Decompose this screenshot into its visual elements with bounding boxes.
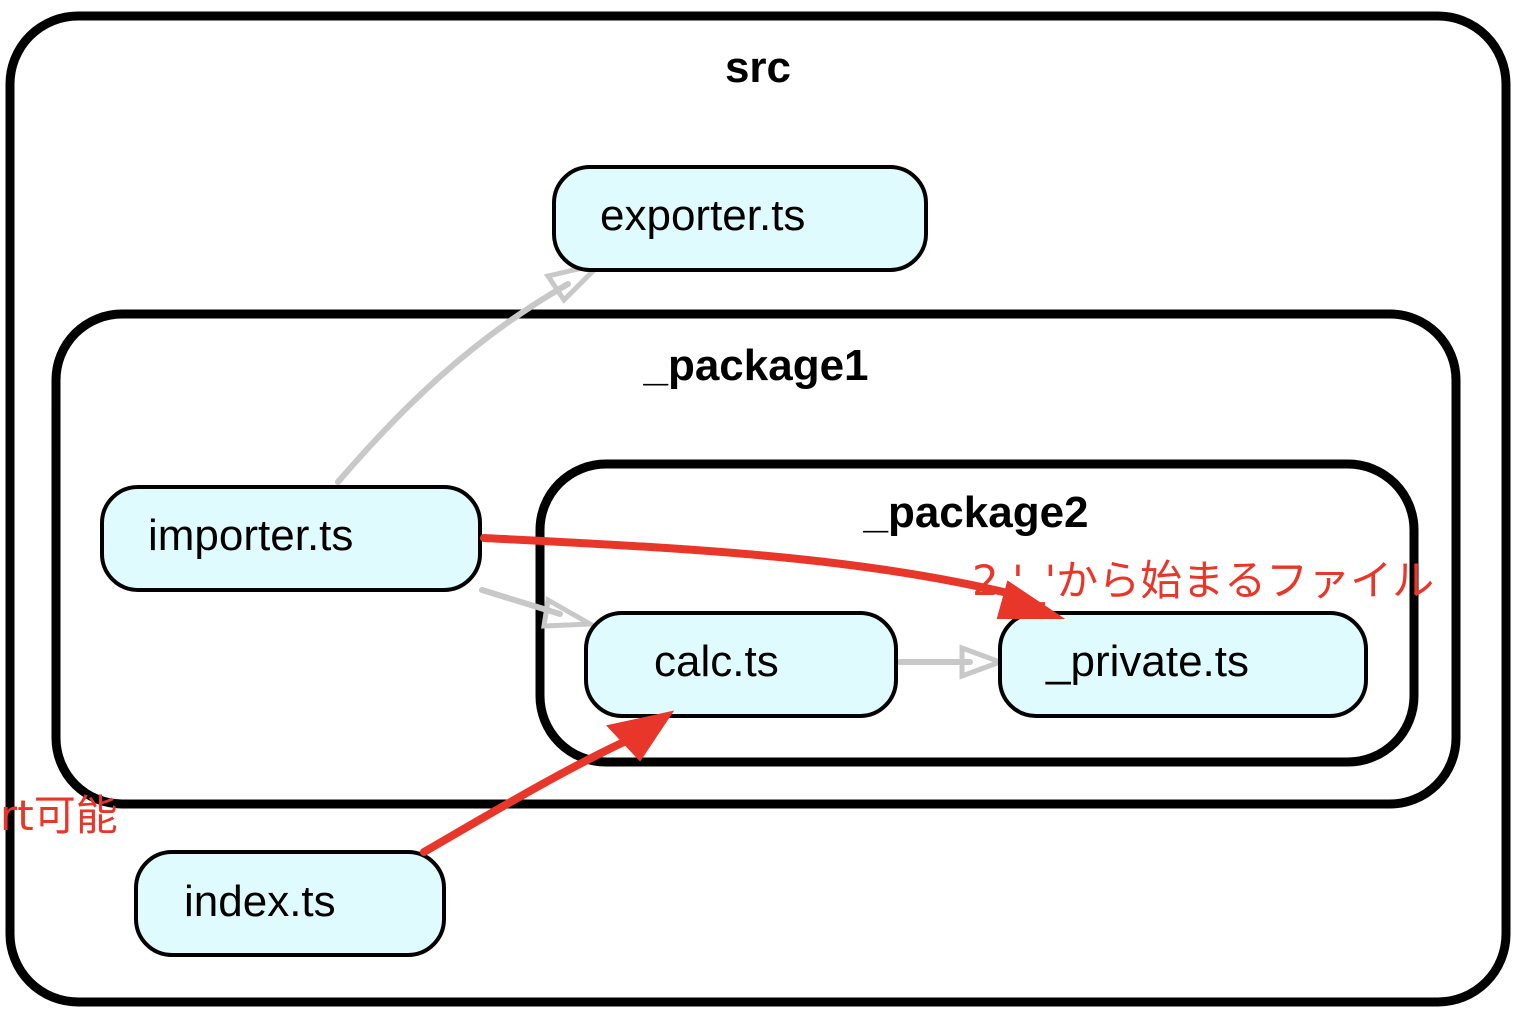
node-exporter-label: exporter.ts	[600, 191, 805, 240]
annotation-import-note: rt可能	[0, 791, 118, 840]
edge-importer-to-private	[480, 534, 1066, 619]
edge-importer-to-calc-arrowhead	[541, 596, 599, 629]
edge-calc-to-private	[895, 644, 1008, 680]
cluster-src-label: src	[725, 43, 791, 92]
node-exporter[interactable]: exporter.ts	[552, 165, 928, 272]
edge-importer-to-private-arrowhead	[996, 580, 1066, 619]
node-calc[interactable]: calc.ts	[584, 611, 898, 718]
node-private-label: _private.ts	[1045, 637, 1249, 686]
node-index-label: index.ts	[184, 877, 336, 926]
annotation-private-note: 2.'_'から始まるファイル	[972, 556, 1434, 605]
node-importer-label: importer.ts	[148, 511, 353, 560]
edge-calc-to-private-arrowhead	[959, 644, 1008, 680]
edge-index-to-calc	[420, 710, 675, 856]
node-calc-label: calc.ts	[654, 637, 779, 686]
edge-index-to-calc-arrowhead	[606, 710, 675, 762]
edge-importer-to-exporter-arrowhead	[543, 259, 608, 304]
node-private[interactable]: _private.ts	[998, 611, 1368, 718]
cluster-package1-label: _package1	[642, 341, 868, 390]
node-importer[interactable]: importer.ts	[100, 485, 482, 592]
edge-importer-to-exporter	[335, 259, 608, 485]
node-index[interactable]: index.ts	[134, 850, 446, 957]
cluster-package2-label: _package2	[862, 488, 1088, 537]
edge-importer-to-calc	[479, 587, 599, 629]
